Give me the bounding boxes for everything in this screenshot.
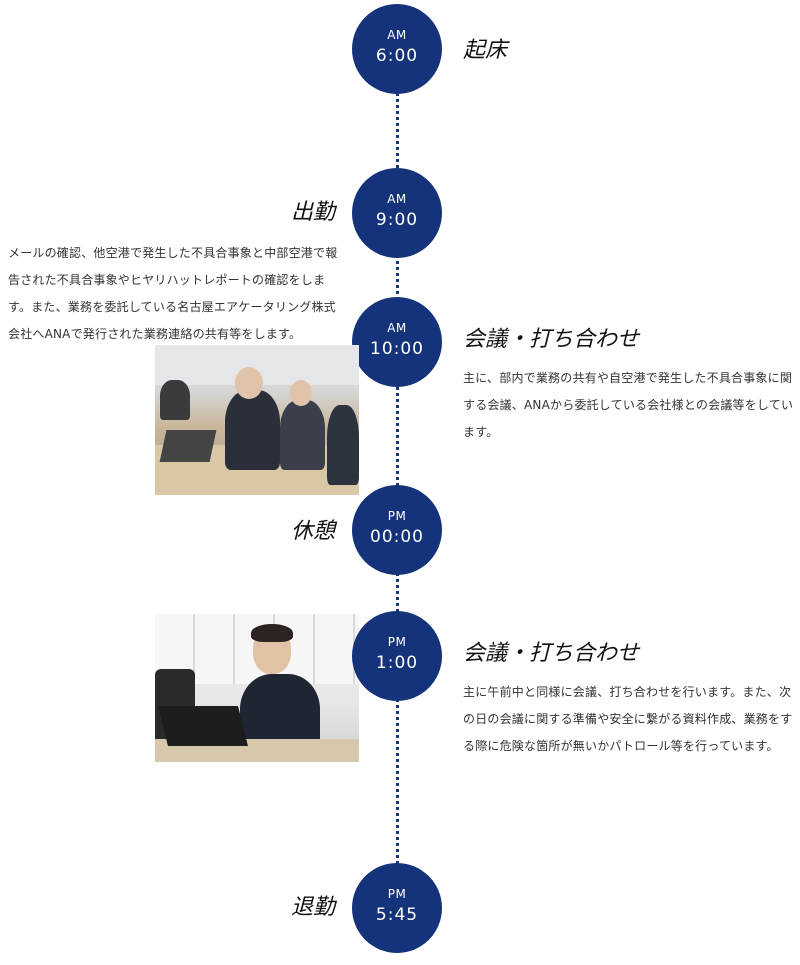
time-clock: 1:00 xyxy=(375,653,419,673)
event-title-wake: 起床 xyxy=(463,38,508,63)
time-clock: 5:45 xyxy=(375,905,419,925)
time-circle-0600: AM 6:00 xyxy=(352,4,442,94)
time-period: PM xyxy=(387,887,407,901)
timeline-line xyxy=(396,46,399,906)
time-period: PM xyxy=(387,509,407,523)
time-circle-0900: AM 9:00 xyxy=(352,168,442,258)
event-title-leave: 退勤 xyxy=(290,895,335,920)
time-period: AM xyxy=(387,28,407,42)
meeting-photo xyxy=(155,614,359,762)
time-circle-1745: PM 5:45 xyxy=(352,863,442,953)
event-title-break: 休憩 xyxy=(290,519,335,544)
time-period: PM xyxy=(387,635,407,649)
event-title-meeting-am: 会議・打ち合わせ xyxy=(463,327,640,352)
event-description-arrive: メールの確認、他空港で発生した不具合事象と中部空港で報告された不具合事象やヒヤリ… xyxy=(8,246,338,341)
time-clock: 9:00 xyxy=(375,210,419,230)
time-clock: 00:00 xyxy=(370,527,424,547)
time-circle-1200: PM 00:00 xyxy=(352,485,442,575)
time-circle-1300: PM 1:00 xyxy=(352,611,442,701)
time-period: AM xyxy=(387,192,407,206)
time-clock: 6:00 xyxy=(375,46,419,66)
event-description-meeting-am: 主に、部内で業務の共有や自空港で発生した不具合事象に関する会議、ANAから委託し… xyxy=(463,371,794,439)
time-period: AM xyxy=(387,321,407,335)
event-title-arrive: 出勤 xyxy=(290,200,335,225)
time-clock: 10:00 xyxy=(370,339,424,359)
office-photo xyxy=(155,345,359,495)
event-title-meeting-pm: 会議・打ち合わせ xyxy=(463,641,640,666)
time-circle-1000: AM 10:00 xyxy=(352,297,442,387)
event-description-meeting-pm: 主に午前中と同様に会議、打ち合わせを行います。また、次の日の会議に関する準備や安… xyxy=(463,685,793,753)
